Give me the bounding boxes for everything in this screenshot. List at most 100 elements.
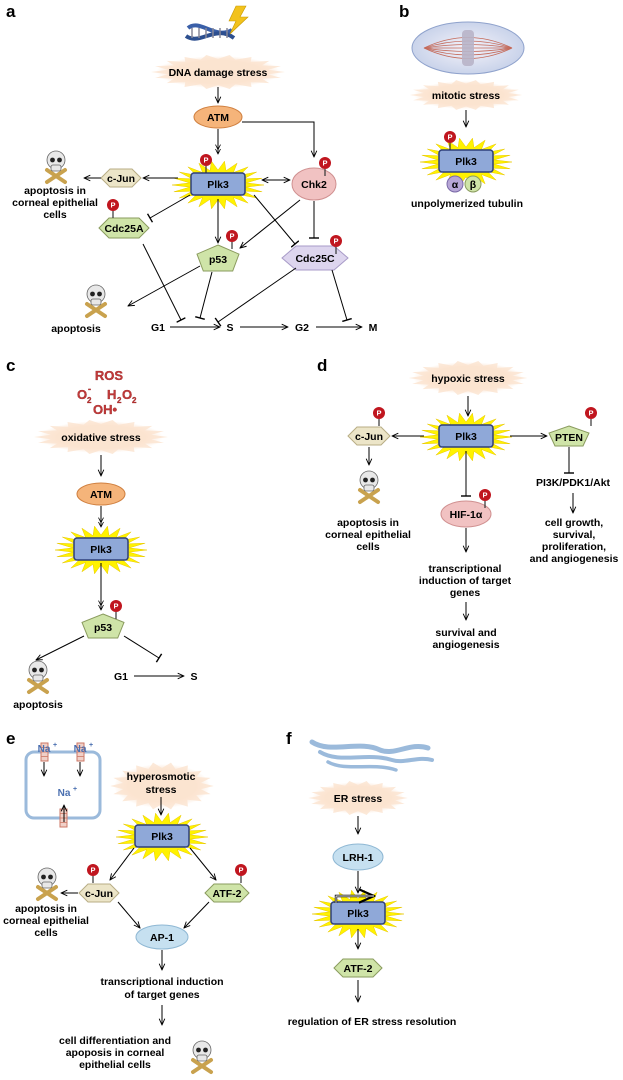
panel-c-superoxide-sup: - xyxy=(88,384,91,394)
panel-e-stress-line-2: stress xyxy=(146,784,177,796)
panel-d-survival-line-1: survival and xyxy=(435,627,496,639)
panel-b-beta-tubulin xyxy=(464,175,482,193)
panel-a-cdc25a-p xyxy=(107,199,119,211)
panel-e-atf2-label: ATF-2 xyxy=(213,888,242,900)
panel-d-growth-line-4: and angiogenesis xyxy=(530,553,619,565)
panel-c-h2o2-h: H xyxy=(107,387,116,402)
panel-d-growth-line-1: cell growth, xyxy=(545,517,603,529)
panel-d-transcription-line-3: genes xyxy=(450,587,481,599)
panel-a-p53-p xyxy=(226,230,238,242)
panel-f-plk3 xyxy=(330,901,386,925)
panel-a-apoptosis-corneal-line-2: corneal epithelial xyxy=(12,197,98,209)
panel-c-p53-p xyxy=(110,600,122,612)
panel-a-p53-label: p53 xyxy=(209,254,227,266)
panel-a-stress-label: DNA damage stress xyxy=(169,67,268,79)
panel-d-pten-p xyxy=(585,407,597,419)
panel-a-cdc25a-p-letter: P xyxy=(110,201,115,210)
panel-e-apoptosis-corneal-line-3: cells xyxy=(34,927,58,939)
panel-a-cjun-label: c-Jun xyxy=(107,173,135,185)
panel-e-cjun-p-letter: P xyxy=(90,866,95,875)
panel-a-inhib-plk3-cdc25c xyxy=(253,194,300,248)
panel-a-arrow-atm-chk2 xyxy=(242,121,314,157)
panel-f-lrh1-label: LRH-1 xyxy=(343,852,374,864)
panel-e-label: e xyxy=(6,729,15,748)
panel-c-arrow-p53-apoptosis xyxy=(36,635,85,660)
panel-a-atm-node xyxy=(193,105,243,129)
panel-a-chk2-p xyxy=(319,157,331,169)
panel-d-hif-p xyxy=(479,489,491,501)
panel-e-arrow-plk3-cjun xyxy=(110,847,135,880)
panel-d-apoptosis-corneal-line-3: cells xyxy=(356,541,380,553)
panel-a-p53-p-letter: P xyxy=(229,232,234,241)
panel-e-atf2-node xyxy=(204,883,250,903)
panel-d-transcription-line-1: transcriptional xyxy=(429,563,502,575)
panel-c-g1-label: G1 xyxy=(114,671,128,683)
panel-d-pten-node xyxy=(548,425,590,447)
panel-c-p53-p-letter: P xyxy=(113,602,118,611)
panel-a-plk3 xyxy=(190,172,246,196)
panel-a-s-label: S xyxy=(226,322,233,334)
panel-d-pten-label: PTEN xyxy=(555,432,583,444)
panel-e-arrow-plk3-atf2 xyxy=(189,847,216,880)
panel-e-transcription-line-1: transcriptional induction xyxy=(100,976,223,988)
panel-f-stress-cloud xyxy=(308,781,408,815)
panel-b-beta-label: β xyxy=(470,179,477,191)
panel-f-resolution-label: regulation of ER stress resolution xyxy=(288,1016,457,1028)
panel-e-cjun-node xyxy=(78,883,120,903)
panel-e-ap1-node xyxy=(135,924,189,950)
panel-e-atf2-p xyxy=(235,864,247,876)
panel-a-g1-label: G1 xyxy=(151,322,165,334)
panel-a-inhib-plk3-cdc25a xyxy=(146,194,191,223)
panel-e-plk3 xyxy=(134,824,190,848)
panel-b-plk3 xyxy=(438,149,494,173)
panel-e-transcription-line-2: of target genes xyxy=(124,989,199,1001)
panel-d-hif-label: HIF-1α xyxy=(450,509,483,521)
panel-e-plk3-label: Plk3 xyxy=(151,831,173,843)
panel-d-growth-line-3: proliferation, xyxy=(542,541,606,553)
panel-c-skull-icon xyxy=(27,660,49,694)
panel-f-lrh1-node xyxy=(332,843,384,871)
panel-a-apoptosis-label: apoptosis xyxy=(51,323,101,335)
panel-c-plk3 xyxy=(73,537,129,561)
panel-f-atf2-label: ATF-2 xyxy=(344,963,373,975)
panel-d-survival-line-2: angiogenesis xyxy=(432,639,499,651)
panel-c-stress-label: oxidative stress xyxy=(61,432,141,444)
panel-c-superoxide-sub: 2 xyxy=(87,396,92,405)
panel-e-apoptosis-corneal-line-1: apoptosis in xyxy=(15,903,77,915)
endoplasmic-reticulum-icon xyxy=(309,739,434,772)
panel-e-stress-line-1: hyperosmotic xyxy=(127,771,196,783)
panel-d-stress-cloud xyxy=(408,361,528,395)
panel-e-differentiation-line-2: apoposis in corneal xyxy=(66,1047,165,1059)
panel-f-plk3-label: Plk3 xyxy=(347,908,369,920)
panel-d-hif-node xyxy=(440,500,492,528)
panel-a-inhib-cdc25a-g1s xyxy=(142,243,186,323)
panel-a-chk2-p-letter: P xyxy=(322,159,327,168)
panel-e-arrow-atf2-ap1 xyxy=(184,901,210,928)
panel-e-na-1-plus: + xyxy=(53,742,57,749)
panel-b-plk3-p xyxy=(444,131,456,143)
panel-c-h2o2-sub1: 2 xyxy=(117,396,122,405)
panel-e-skull-icon-1 xyxy=(36,867,58,901)
panel-a-plk3-p xyxy=(200,154,212,166)
panel-e-na-2-plus: + xyxy=(89,742,93,749)
panel-c-inhib-p53-g1s xyxy=(123,635,163,663)
panel-a-skull-icon-2 xyxy=(85,284,107,318)
panel-e-cjun-p xyxy=(87,864,99,876)
panel-b-label: b xyxy=(399,2,409,21)
panel-d-plk3 xyxy=(438,424,494,448)
panel-c-atm-node xyxy=(76,482,126,506)
panel-d-skull-icon xyxy=(358,470,380,504)
panel-a-cdc25a-label: Cdc25A xyxy=(104,223,144,235)
panel-a-inhib-cdc25c-g2m xyxy=(331,269,352,323)
panel-c-h2o2-sub2: 2 xyxy=(132,396,137,405)
panel-d-growth-line-2: survival, xyxy=(553,529,596,541)
panel-a-apoptosis-corneal-line-1: apoptosis in xyxy=(24,185,86,197)
panel-e-na-1: Na xyxy=(38,744,51,755)
panel-a-cdc25c-label: Cdc25C xyxy=(295,253,335,265)
panel-a-cdc25c-p xyxy=(330,235,342,247)
panel-b-plk3-label: Plk3 xyxy=(455,156,477,168)
panel-d-plk3-label: Plk3 xyxy=(455,431,477,443)
dna-helix-icon xyxy=(184,23,236,41)
panel-a-chk2-label: Chk2 xyxy=(301,179,327,191)
panel-c-p53-label: p53 xyxy=(94,622,112,634)
